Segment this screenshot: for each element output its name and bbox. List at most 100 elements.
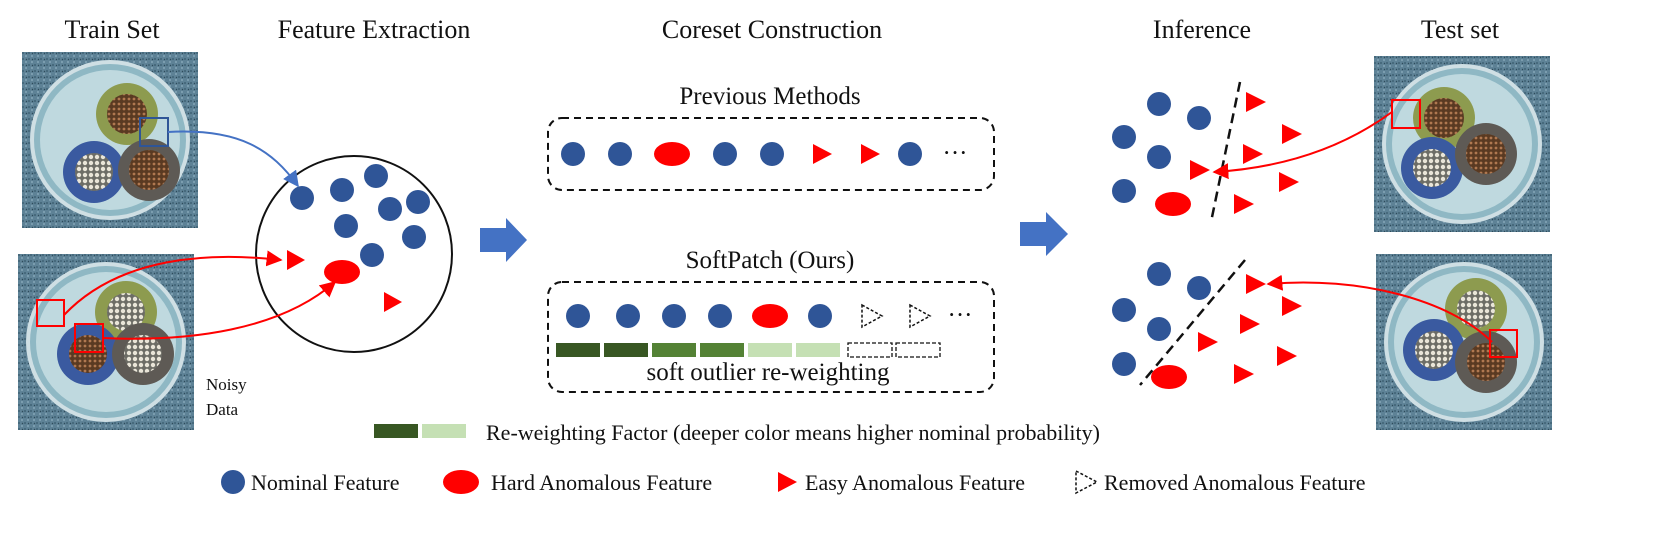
easy-anomalous-feature bbox=[813, 144, 832, 164]
hard-anomalous-feature bbox=[324, 260, 360, 284]
nominal-feature bbox=[616, 304, 640, 328]
nominal-feature bbox=[1147, 262, 1171, 286]
nominal-feature bbox=[1112, 352, 1136, 376]
nominal-feature bbox=[561, 142, 585, 166]
header-coreset-construction: Coreset Construction bbox=[662, 15, 882, 44]
legend-removed-label: Removed Anomalous Feature bbox=[1104, 470, 1366, 495]
reweighting-legend-text: Re-weighting Factor (deeper color means … bbox=[486, 420, 1100, 445]
block-arrow-icon bbox=[1020, 212, 1068, 256]
decision-boundary-icon bbox=[1139, 259, 1246, 386]
previous-methods-title: Previous Methods bbox=[679, 83, 860, 110]
extraction-arrow bbox=[102, 280, 337, 340]
easy-anomalous-feature bbox=[1282, 296, 1302, 316]
nominal-feature bbox=[1147, 317, 1171, 341]
feature-points bbox=[290, 164, 430, 267]
header-train-set: Train Set bbox=[64, 15, 160, 44]
weight-bars bbox=[556, 343, 840, 357]
legend-easy-marker bbox=[778, 472, 797, 492]
hard-anomalous-feature bbox=[654, 142, 690, 166]
block-arrow-icon bbox=[480, 218, 527, 262]
easy-anomalous-feature bbox=[1234, 364, 1254, 384]
nominal-feature bbox=[898, 142, 922, 166]
easy-anomalous-feature bbox=[1246, 274, 1266, 294]
nominal-feature bbox=[1112, 298, 1136, 322]
nominal-feature bbox=[334, 214, 358, 238]
nominal-feature bbox=[378, 197, 402, 221]
easy-anomalous-feature bbox=[1243, 144, 1263, 164]
previous-methods-ellipsis: ··· bbox=[943, 140, 968, 167]
nominal-feature bbox=[330, 178, 354, 202]
weight-bar-removed bbox=[847, 342, 893, 358]
nominal-feature bbox=[608, 142, 632, 166]
header-feature-extraction: Feature Extraction bbox=[278, 15, 471, 44]
nominal-feature bbox=[1112, 125, 1136, 149]
nominal-feature bbox=[406, 190, 430, 214]
softpatch-box bbox=[547, 281, 995, 393]
previous-methods-box bbox=[547, 117, 995, 191]
weight-bar-removed bbox=[895, 342, 941, 358]
weight-bar bbox=[604, 343, 648, 357]
legend-nominal-marker bbox=[221, 470, 245, 494]
legend-nominal-label: Nominal Feature bbox=[251, 470, 399, 495]
nominal-feature bbox=[1187, 106, 1211, 130]
hard-anomalous-feature bbox=[1155, 192, 1191, 216]
removed-anomalous-feature bbox=[861, 303, 884, 329]
easy-anomalous-feature bbox=[1190, 160, 1210, 180]
easy-anomalous-feature bbox=[1198, 332, 1218, 352]
cable-photo-icon bbox=[1376, 254, 1552, 430]
reweighting-dark-swatch bbox=[374, 424, 418, 438]
cable-photo-icon bbox=[22, 52, 198, 228]
nominal-feature bbox=[760, 142, 784, 166]
hard-anomalous-feature bbox=[752, 304, 788, 328]
weight-bar bbox=[652, 343, 696, 357]
easy-anomalous-feature bbox=[1246, 92, 1266, 112]
easy-anomalous-feature bbox=[861, 144, 880, 164]
nominal-feature bbox=[808, 304, 832, 328]
nominal-feature bbox=[402, 225, 426, 249]
nominal-feature bbox=[290, 186, 314, 210]
easy-anomalous-feature bbox=[1277, 346, 1297, 366]
nominal-feature bbox=[708, 304, 732, 328]
easy-anomalous-feature bbox=[1240, 314, 1260, 334]
nominal-feature bbox=[566, 304, 590, 328]
nominal-feature bbox=[364, 164, 388, 188]
legend-easy-label: Easy Anomalous Feature bbox=[805, 470, 1025, 495]
weight-bar bbox=[796, 343, 840, 357]
legend-hard-label: Hard Anomalous Feature bbox=[491, 470, 712, 495]
decision-boundary-icon bbox=[1209, 81, 1242, 223]
nominal-feature bbox=[713, 142, 737, 166]
extraction-arrow bbox=[167, 130, 299, 188]
legend-hard-marker bbox=[443, 470, 479, 494]
feature-space-circle bbox=[255, 155, 453, 353]
reweighting-light-swatch bbox=[422, 424, 466, 438]
nominal-feature bbox=[662, 304, 686, 328]
softpatch-title: SoftPatch (Ours) bbox=[686, 247, 855, 274]
inference-arrow bbox=[1212, 111, 1393, 180]
removed-anomalous-feature bbox=[909, 303, 932, 329]
softpatch-caption: soft outlier re-weighting bbox=[647, 359, 890, 386]
header-test-set: Test set bbox=[1421, 15, 1500, 44]
inference-arrow bbox=[1266, 274, 1493, 343]
weight-bar bbox=[556, 343, 600, 357]
noisy-label: Noisy bbox=[206, 375, 247, 394]
extraction-arrow bbox=[63, 250, 283, 316]
easy-anomalous-feature bbox=[287, 250, 305, 270]
softpatch-ellipsis: ··· bbox=[948, 302, 973, 329]
hard-anomalous-feature bbox=[1151, 365, 1187, 389]
cable-photo-icon bbox=[1374, 56, 1550, 232]
cable-photo-icon bbox=[18, 254, 194, 430]
nominal-feature bbox=[1147, 145, 1171, 169]
weight-bar bbox=[748, 343, 792, 357]
legend-removed-marker bbox=[1075, 469, 1099, 495]
easy-anomalous-feature bbox=[384, 292, 402, 312]
nominal-feature bbox=[1147, 92, 1171, 116]
noisy-label: Data bbox=[206, 400, 239, 419]
easy-anomalous-feature bbox=[1279, 172, 1299, 192]
nominal-feature bbox=[1112, 179, 1136, 203]
nominal-feature bbox=[360, 243, 384, 267]
weight-bar bbox=[700, 343, 744, 357]
nominal-feature bbox=[1187, 276, 1211, 300]
header-inference: Inference bbox=[1153, 15, 1251, 44]
easy-anomalous-feature bbox=[1282, 124, 1302, 144]
